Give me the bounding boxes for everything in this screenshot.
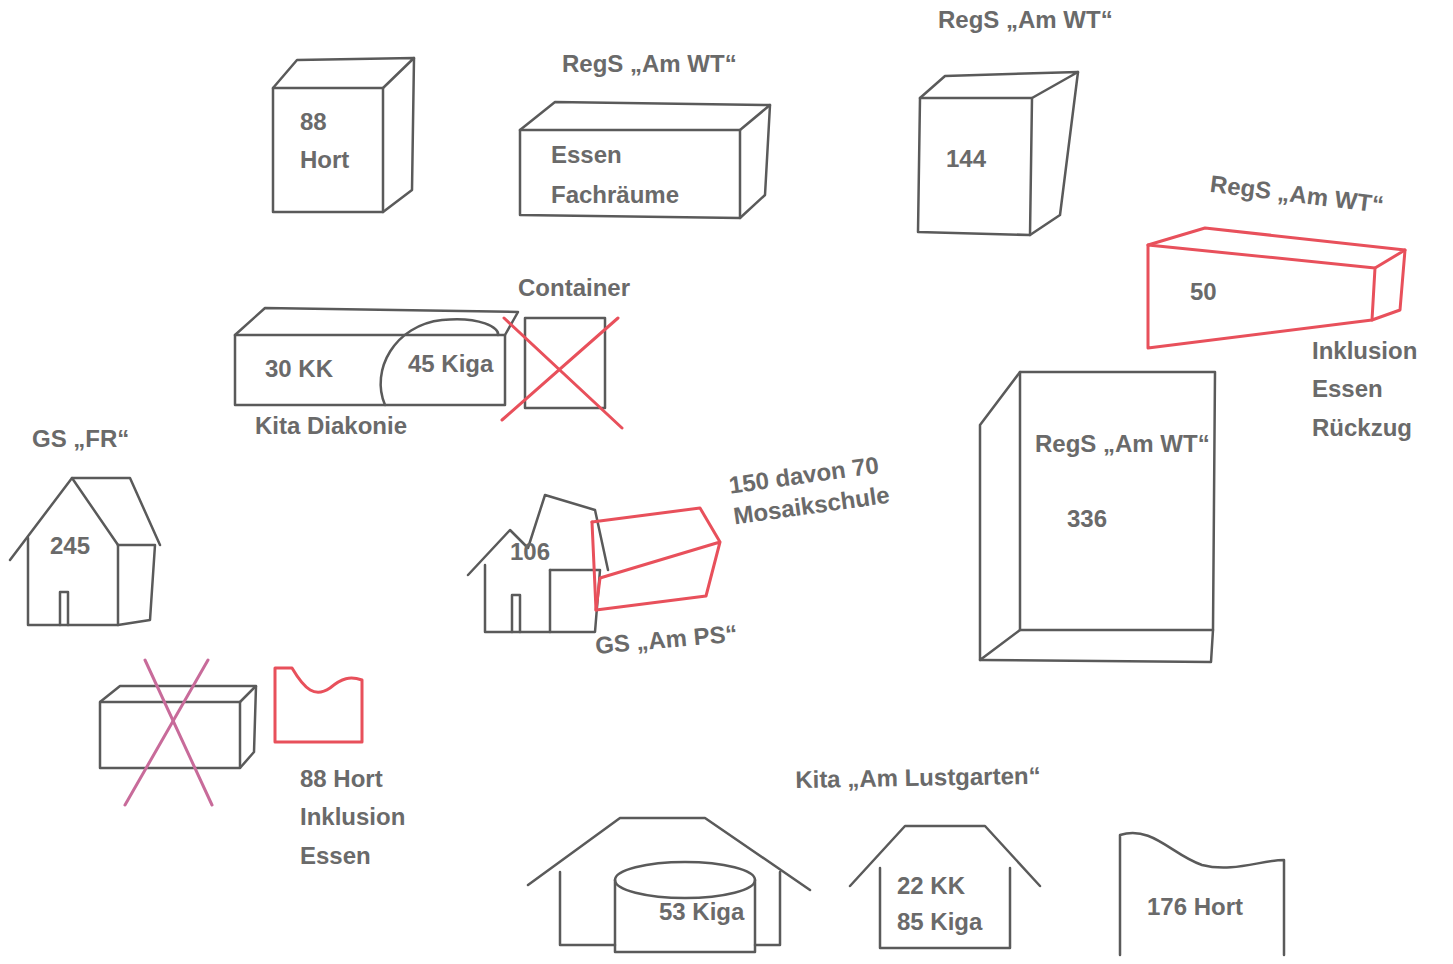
group-label: Kita „Am Lustgarten“ (795, 762, 1041, 795)
building-note: 245 (50, 532, 90, 561)
building-label: 30 KK (265, 355, 333, 384)
building-label: 88 Hort Inklusion Essen (300, 760, 430, 875)
building-label: 106 (510, 538, 550, 567)
building-label: Container (518, 274, 630, 303)
building: 88 Hort (270, 55, 420, 215)
building-outline (1112, 825, 1292, 960)
building-label: RegS „Am WT“ (938, 6, 1113, 35)
building-outline (0, 420, 175, 635)
building-note: GS „Am PS“ (594, 620, 739, 661)
removed-building (100, 686, 256, 768)
building-label: 88 Hort (300, 103, 370, 180)
building: Container (500, 270, 640, 430)
building-label: 53 Kiga (659, 898, 744, 927)
building: 22 KK 85 Kiga (845, 818, 1045, 960)
building-note: Inklusion Essen Rückzug (1312, 332, 1432, 447)
building-note: Kita Diakonie (255, 412, 407, 441)
building-note: 50 (1190, 278, 1217, 307)
cross-mark (125, 660, 212, 805)
building: 176 Hort (1112, 825, 1292, 960)
building: RegS „Am WT“ Essen Fachräume (515, 45, 775, 225)
building: GS „FR“ 245 (0, 420, 175, 635)
building: 150 davon 70 Mosaikschule (585, 500, 730, 615)
building-label: GS „FR“ (32, 425, 129, 454)
building: 53 Kiga (525, 810, 815, 960)
building-outline (585, 500, 730, 615)
building-outline (270, 55, 420, 215)
building: 88 Hort Inklusion Essen (270, 660, 430, 880)
building-label: RegS „Am WT“ (1035, 430, 1210, 459)
building-outline (910, 0, 1090, 240)
building-outline (1140, 170, 1440, 440)
building-note: 144 (946, 145, 986, 174)
building-label: RegS „Am WT“ (1208, 170, 1385, 220)
building-label: 22 KK 85 Kiga (897, 868, 997, 940)
building: RegS „Am WT“144 (910, 0, 1090, 240)
building: RegS „Am WT“ 336 (975, 365, 1225, 670)
building-note: Essen Fachräume (551, 135, 701, 214)
building-label: 150 davon 70 Mosaikschule (727, 447, 899, 532)
building-note: 45 Kiga (408, 350, 493, 379)
building-label: RegS „Am WT“ (562, 50, 737, 79)
building-note: 336 (1067, 505, 1107, 534)
building-outline (525, 810, 815, 960)
building: 30 KK 45 KigaKita Diakonie (230, 300, 530, 450)
building: RegS „Am WT“50Inklusion Essen Rückzug (1140, 170, 1440, 440)
building-label: 176 Hort (1147, 893, 1243, 922)
